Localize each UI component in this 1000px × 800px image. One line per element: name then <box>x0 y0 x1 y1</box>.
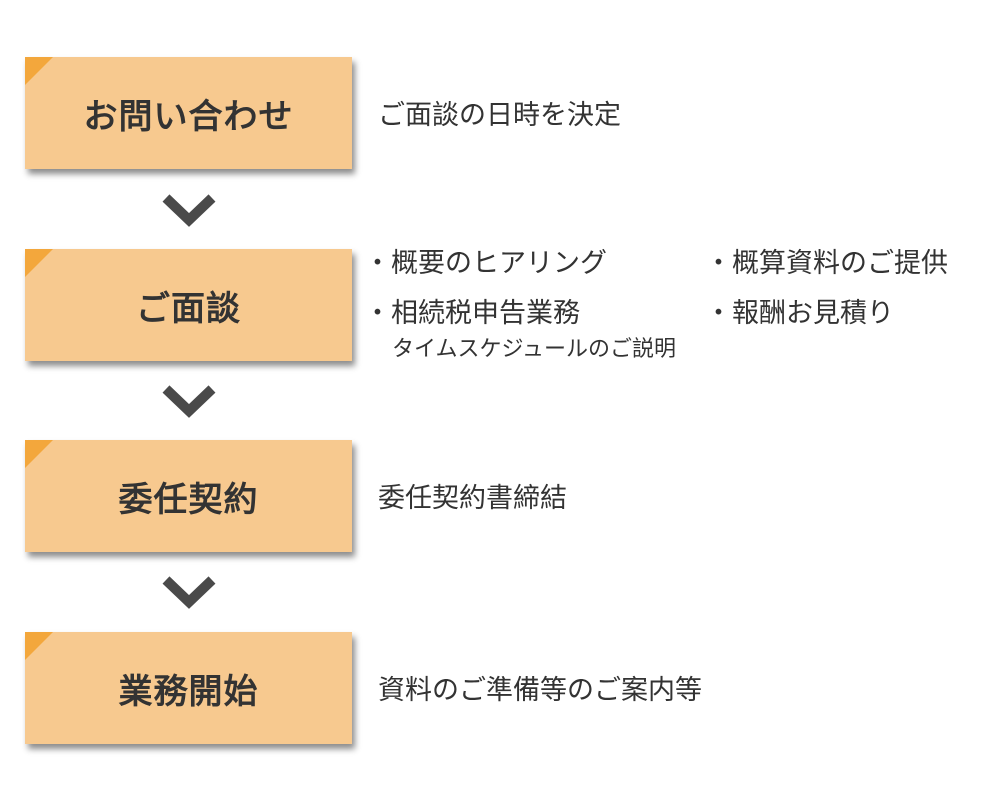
step-label: 委任契約 <box>118 479 259 520</box>
step-description: ご面談の日時を決定 <box>378 100 621 131</box>
step-description: 委任契約書締結 <box>378 483 567 514</box>
corner-accent <box>25 440 53 468</box>
step-box-start: 業務開始 <box>25 632 352 744</box>
step-sub-description: タイムスケジュールのご説明 <box>392 337 677 362</box>
step-label: 業務開始 <box>118 671 259 712</box>
corner-accent <box>25 249 53 277</box>
chevron-down-icon <box>162 576 216 609</box>
step-box-consultation: ご面談 <box>25 249 352 361</box>
step-label: お問い合わせ <box>83 96 294 137</box>
step-box-inquiry: お問い合わせ <box>25 57 352 169</box>
chevron-down-icon <box>162 385 216 418</box>
chevron-down-icon <box>162 194 216 227</box>
step-description: ・概算資料のご提供 <box>705 248 948 279</box>
step-description: ・相続税申告業務 <box>364 298 580 329</box>
step-description: ・概要のヒアリング <box>364 248 607 279</box>
corner-accent <box>25 632 53 660</box>
step-label: ご面談 <box>136 288 241 329</box>
step-box-contract: 委任契約 <box>25 440 352 552</box>
step-description: ・報酬お見積り <box>705 298 894 329</box>
corner-accent <box>25 57 53 85</box>
step-description: 資料のご準備等のご案内等 <box>378 675 702 706</box>
